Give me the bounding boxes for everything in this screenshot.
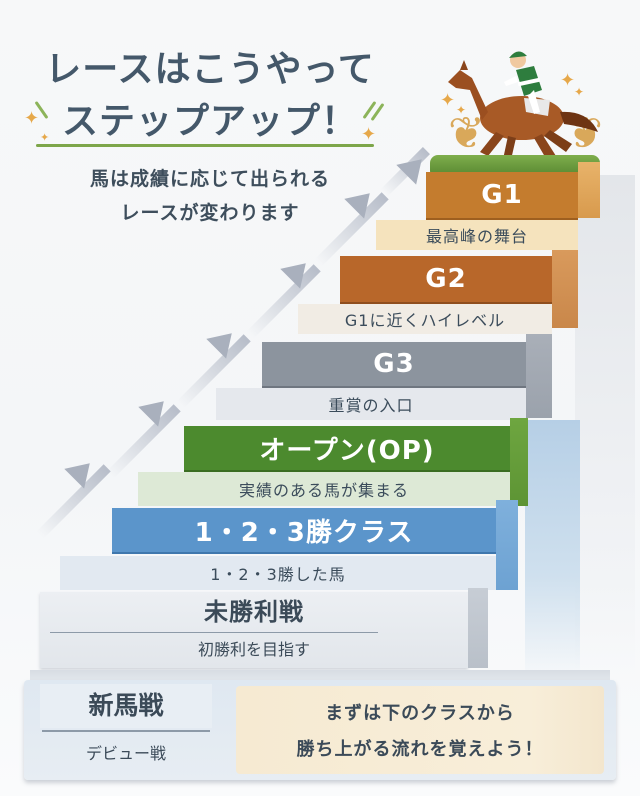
step-g1: G1 [426,162,600,220]
title-underline [36,144,374,147]
sparkle-icon: ✦ [24,108,40,129]
step-maiden-title: 未勝利戦 [204,598,304,626]
step-up-arrow-icon [280,253,316,289]
step-g2-desc: G1に近くハイレベル [344,311,506,330]
step-g1-desc: 最高峰の舞台 [425,227,528,246]
step-open-side [510,418,528,506]
step-open-desc-tread: 実績のある馬が集まる [138,472,510,506]
step-win123-desc: 1・2・3勝した馬 [210,565,346,584]
sparkle-icon: ✦ [440,90,456,111]
step-g2: G2 [340,256,552,304]
step-win123-title: 1・2・3勝クラス [194,517,414,548]
step-g3-side [526,334,552,418]
step-newcomer: 新馬戦 デビュー戦 [40,684,212,778]
laurel-left-icon: ❦ [448,108,485,159]
step-maiden-side [468,588,488,668]
step-open: オープン(OP) [184,426,510,472]
stair-side-shadow [525,420,580,680]
stair-side-pillar [575,175,635,675]
step-open-desc: 実績のある馬が集まる [238,481,409,500]
step-open-title: オープン(OP) [259,435,435,466]
step-g1-desc-tread: 最高峰の舞台 [376,220,578,250]
step-g3-desc: 重賞の入口 [328,396,414,415]
sparkle-icon: ✦ [40,131,50,144]
step-g3: G3 [262,342,526,388]
tip-note-box: まずは下のクラスから 勝ち上がる流れを覚えよう！ [236,686,604,774]
racehorse-jockey-illustration [448,51,598,164]
page-title-line2: ステップアップ！ [61,101,358,142]
step-maiden-divider [50,632,378,633]
step-g1-title: G1 [481,180,523,210]
base-slab-top [30,670,610,682]
sparkle-icon: ✦ [456,103,467,117]
tip-note-line1: まずは下のクラスから [325,703,515,724]
step-g2-desc-tread: G1に近くハイレベル [298,304,552,334]
sparkle-icon: ✦ [361,124,377,145]
sparkle-icon: ✦ [560,70,576,91]
step-up-arrow-band [106,404,181,479]
step-g2-side [552,250,578,328]
sparkle-icon: ✦ [574,85,585,99]
step-newcomer-divider [42,730,210,732]
tip-note-line2: 勝ち上がる流れを覚えよう！ [296,739,544,760]
subtitle-line1: 馬は成績に応じて出られる [89,168,330,190]
step-g2-title: G2 [425,264,467,294]
step-win123-desc-tread: 1・2・3勝した馬 [60,556,496,590]
step-side [578,162,600,218]
step-newcomer-desc: デビュー戦 [85,744,166,763]
step-g3-desc-tread: 重賞の入口 [216,388,526,420]
page-title-line1: レースはこうやって [45,49,375,90]
step-g3-title: G3 [373,349,415,379]
step-win123-side [496,500,518,590]
step-newcomer-title: 新馬戦 [40,684,212,728]
step-maiden [40,592,468,668]
subtitle-line2: レースが変わります [120,202,300,224]
grass-top-icon [430,155,600,173]
step-win123: 1・2・3勝クラス [112,508,496,554]
step-maiden-desc: 初勝利を目指す [197,640,310,659]
